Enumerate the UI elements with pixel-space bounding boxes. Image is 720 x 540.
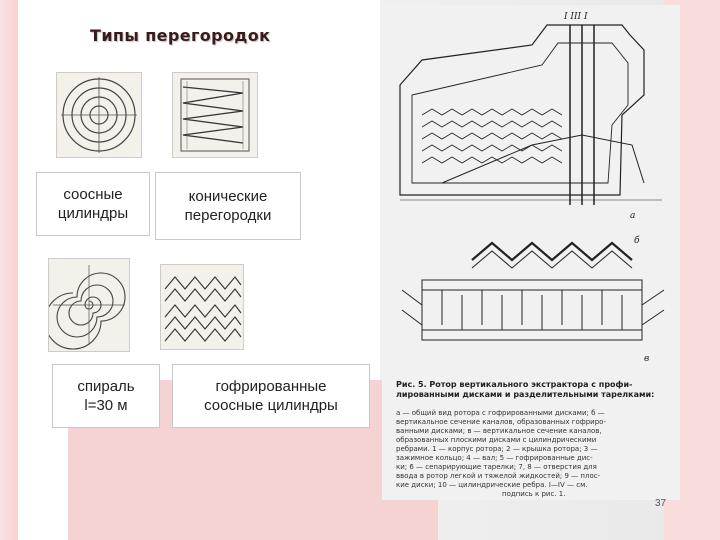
caption-line: ванными дисками; в — вертикальное сечени… [396,427,602,435]
label-line-1: гофрированные [215,378,327,395]
conical-partitions-drawing [173,73,257,157]
label-line-1: соосные [63,186,123,203]
conical-partitions-image [172,72,258,158]
spiral-image [48,258,130,352]
rotor-extractor-figure: I III I а б [382,5,680,500]
label-conical-partitions: конические перегородки [155,172,301,240]
label-line-1: конические [188,188,268,205]
label-line-2: перегородки [184,207,272,224]
caption-line: ребрами. 1 — корпус ротора; 2 — крышка р… [396,445,597,453]
figure-caption-title: Рис. 5. Ротор вертикального экстрактора … [396,380,654,399]
caption-line: образованных плоскими дисками с цилиндри… [396,436,596,444]
caption-line: вертикальное сечение каналов, образованн… [396,418,606,426]
coaxial-cylinders-drawing [57,73,141,157]
corrugated-cylinders-image [160,264,244,350]
caption-line: зажимное кольцо; 4 — вал; 5 — гофрирован… [396,454,593,462]
label-coaxial-cylinders: соосные цилиндры [36,172,150,236]
caption-line: ки; 6 — сепарирующие тарелки; 7, 8 — отв… [396,463,597,471]
label-a: а [630,211,635,221]
caption-line: ввода в ротор легкой и тяжелой жидкостей… [396,472,601,480]
label-line-1: спираль [77,378,135,395]
background-pink-left [0,0,18,540]
figure-caption-body: а — общий вид ротора с гофрированными ди… [396,409,606,498]
rotor-view-a [399,24,662,205]
label-v: в [644,354,649,364]
label-line-2: цилиндры [57,205,129,222]
label-line-2: соосные цилиндры [204,397,338,414]
label-spiral: спираль l=30 м [52,364,160,428]
caption-line: подпись к рис. 1. [502,490,565,498]
corrugated-cylinders-drawing [161,265,243,349]
page-number: 37 [655,498,667,509]
label-b: б [634,235,640,246]
label-line-2: l=30 м [84,397,128,414]
rotor-view-v [401,279,665,341]
rotor-drawing: I III I а б [382,5,680,500]
caption-title-part-1: Рис. 5. Ротор вертикального экстрактора … [396,380,632,389]
spiral-drawing [49,259,129,351]
caption-line: а — общий вид ротора с гофрированными ди… [396,409,605,417]
caption-title-part-2: лированными дисками и разделительными та… [396,390,654,399]
rotor-view-b [471,241,633,269]
caption-line: кие диски; 10 — цилиндрические ребра. I—… [396,481,588,489]
label-corrugated-cylinders: гофрированные соосные цилиндры [172,364,370,428]
top-roman-labels: I III I [563,12,588,22]
coaxial-cylinders-image [56,72,142,158]
slide-title: Типы перегородок [90,26,271,45]
